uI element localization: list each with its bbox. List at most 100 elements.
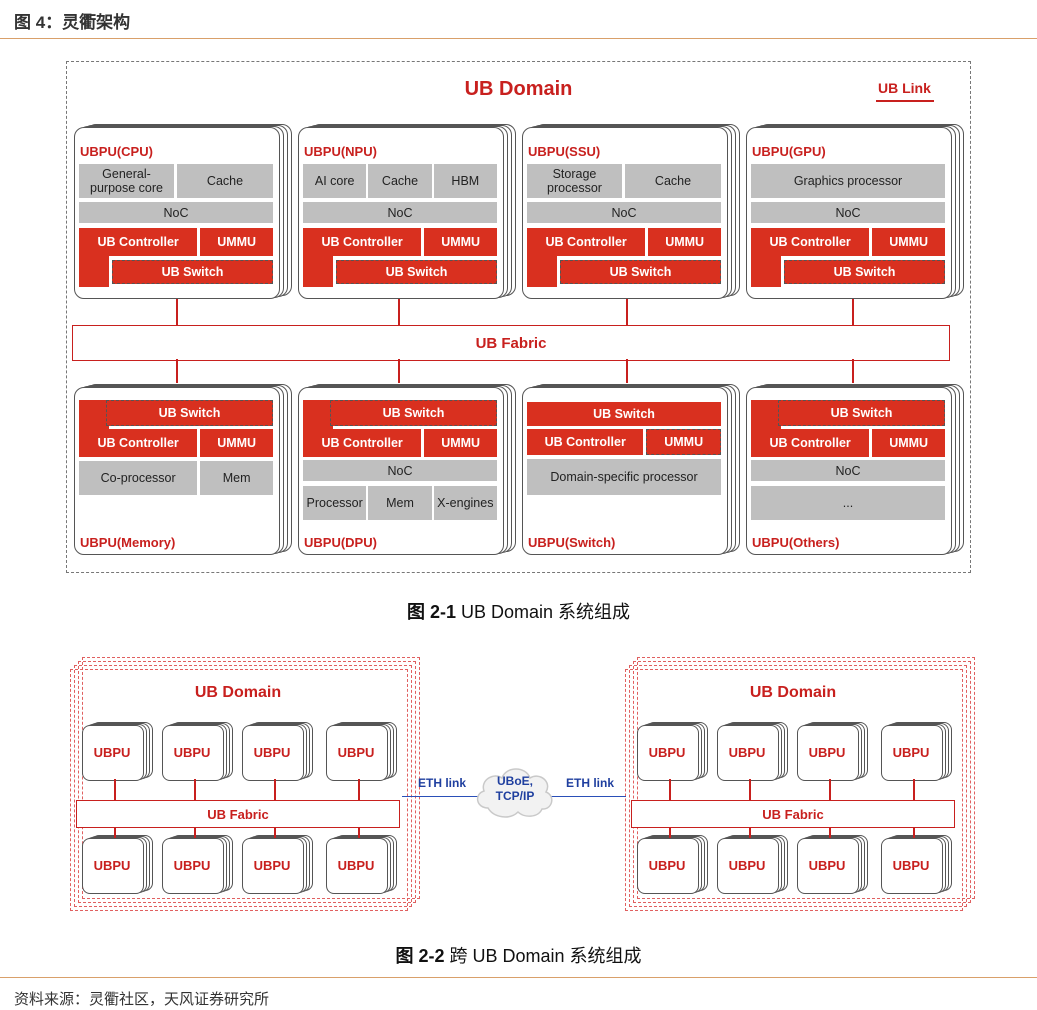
ubpu-node	[881, 725, 943, 781]
cloud-label: UBoE, TCP/IP	[495, 774, 535, 803]
eth-link-right-label: ETH link	[566, 776, 615, 790]
x-engines-block: X-engines	[433, 486, 497, 520]
ubpu-label: UBPU	[93, 744, 131, 760]
ub-domain-frame	[66, 61, 971, 573]
ub-switch-block: UB Switch	[330, 400, 497, 426]
ub-switch-block: UB Switch	[527, 402, 721, 426]
ub-controller-tail	[527, 256, 557, 287]
ubpu-node	[162, 838, 224, 894]
ubpu-node	[717, 725, 779, 781]
ub-switch-block: UB Switch	[778, 400, 945, 426]
noc-block: NoC	[79, 202, 273, 223]
ub-domain-frame	[625, 669, 963, 911]
ubpu-node	[242, 838, 304, 894]
mem-block: Mem	[200, 461, 273, 495]
ubpu-label: UBPU	[808, 857, 846, 873]
ub-controller-tail	[303, 256, 333, 287]
link-fabric-memory	[176, 359, 178, 383]
ubpu-fabric-link	[913, 828, 915, 838]
card-title: UBPU(SSU)	[528, 144, 601, 159]
noc-block: NoC	[303, 202, 497, 223]
link-ssu-fabric	[626, 297, 628, 327]
ubpu-fabric-link	[274, 779, 276, 801]
ubpu-node	[717, 838, 779, 894]
ubpu-fabric-link	[114, 828, 116, 838]
ummu-block: UMMU	[872, 228, 945, 256]
compute-block: Storage processor	[527, 164, 622, 198]
ub-controller-block: UB Controller	[751, 429, 870, 457]
cloud-icon	[476, 768, 553, 818]
ubpu-node	[637, 838, 699, 894]
graphics-block: Graphics processor	[751, 164, 945, 198]
ub-domain-shadow	[82, 657, 420, 899]
ubpu-fabric-link	[194, 828, 196, 838]
ub-controller-block: UB Controller	[79, 429, 198, 457]
noc-block: NoC	[751, 460, 945, 481]
card-title: UBPU(GPU)	[752, 144, 826, 159]
ubpu-fabric-link	[669, 779, 671, 801]
hbm-block: HBM	[433, 164, 497, 198]
ub-controller-block: UB Controller	[527, 228, 646, 256]
ub-domain-title: UB Domain	[749, 684, 837, 701]
ubpu-label: UBPU	[728, 744, 766, 760]
ub-domain-frame	[70, 669, 408, 911]
source-note: 资料来源：灵衢社区，天风证券研究所	[14, 991, 270, 1008]
ub-controller-block: UB Controller	[303, 228, 422, 256]
ub-controller-block: UB Controller	[527, 429, 644, 455]
ubpu-label: UBPU	[93, 857, 131, 873]
ub-link-legend: UB Link	[878, 80, 931, 96]
ub-domain-shadow	[74, 665, 412, 907]
ubpu-node	[242, 725, 304, 781]
eth-link-right-line	[548, 796, 626, 797]
card-title: UBPU(Switch)	[528, 535, 616, 550]
ub-switch-block: UB Switch	[112, 260, 273, 284]
card-title: UBPU(Memory)	[80, 535, 176, 550]
coprocessor-block: Co-processor	[79, 461, 198, 495]
ummu-block: UMMU	[424, 429, 497, 457]
ub-controller-head	[303, 400, 333, 430]
ubpu-label: UBPU	[173, 744, 211, 760]
ubpu-node	[881, 838, 943, 894]
ubpu-fabric-link	[749, 828, 751, 838]
ub-controller-tail	[751, 256, 781, 287]
link-fabric-others	[852, 359, 854, 383]
top-divider	[0, 38, 1037, 39]
ub-domain-shadow	[629, 665, 967, 907]
ubpu-fabric-link	[358, 828, 360, 838]
processor-block: Processor	[303, 486, 367, 520]
ubpu-fabric-link	[114, 779, 116, 801]
ubpu-label: UBPU	[253, 744, 291, 760]
ub-switch-block: UB Switch	[106, 400, 273, 426]
link-fabric-dpu	[398, 359, 400, 383]
cache-block: Cache	[177, 164, 273, 198]
noc-block: NoC	[751, 202, 945, 223]
card-title: UBPU(Others)	[752, 535, 840, 550]
ubpu-node	[637, 725, 699, 781]
ubpu-label: UBPU	[253, 857, 291, 873]
ubpu-label: UBPU	[337, 744, 375, 760]
card-title: UBPU(NPU)	[304, 144, 377, 159]
ub-domain-shadow	[633, 661, 971, 903]
cache-block: Cache	[625, 164, 721, 198]
link-fabric-switch	[626, 359, 628, 383]
ub-fabric-bar: UB Fabric	[76, 800, 400, 828]
ubpu-label: UBPU	[648, 744, 686, 760]
ub-domain-shadow	[637, 657, 975, 899]
ub-domain-title: UB Domain	[464, 78, 573, 100]
ubpu-node	[326, 838, 388, 894]
link-cpu-fabric	[176, 297, 178, 327]
mem-block: Mem	[368, 486, 432, 520]
ubpu-label: UBPU	[337, 857, 375, 873]
ubpu-node	[797, 838, 859, 894]
compute-block: General- purpose core	[79, 164, 174, 198]
noc-block: NoC	[527, 202, 721, 223]
ub-fabric-bar: UB Fabric	[72, 325, 950, 361]
ub-controller-block: UB Controller	[303, 429, 422, 457]
link-npu-fabric	[398, 297, 400, 327]
ummu-block: UMMU	[646, 429, 721, 455]
card-title: UBPU(CPU)	[80, 144, 153, 159]
ummu-block: UMMU	[200, 429, 273, 457]
card-title: UBPU(DPU)	[304, 535, 377, 550]
ub-domain-title: UB Domain	[194, 684, 282, 701]
ummu-block: UMMU	[872, 429, 945, 457]
